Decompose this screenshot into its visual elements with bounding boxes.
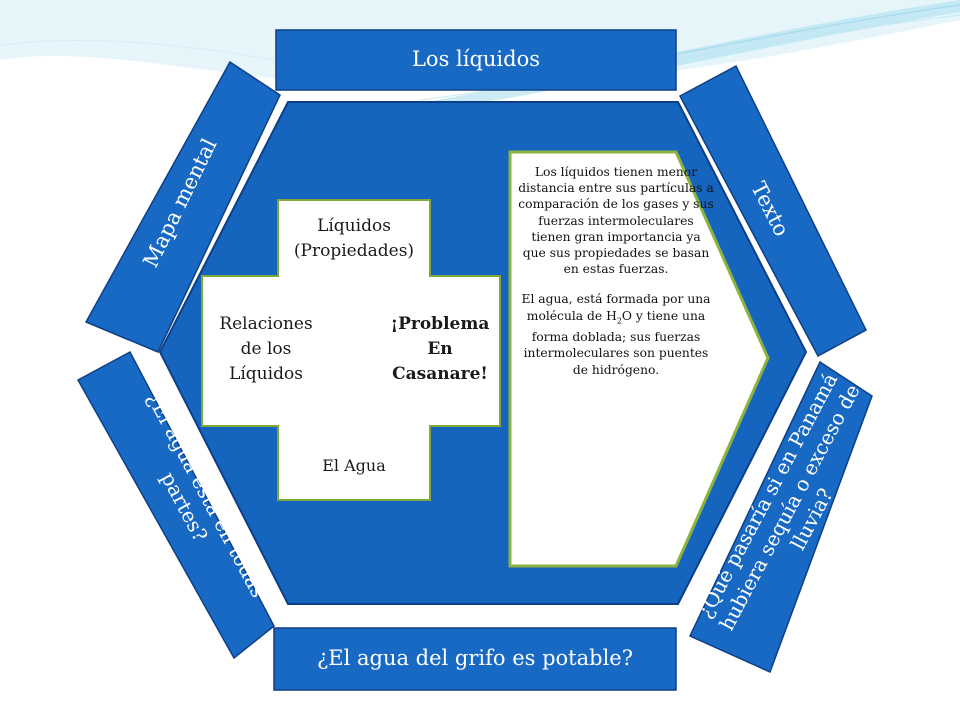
cross-right-line1: ¡Problema	[390, 314, 490, 334]
cross-bottom-label: El Agua	[322, 456, 386, 475]
cross-left-line2: de los	[240, 339, 292, 359]
segment-bottom-label: ¿El agua del grifo es potable?	[317, 646, 633, 670]
arrow-paragraph-2: El agua, está formada por una molécula d…	[518, 291, 714, 377]
arrow-paragraph-2-a: El agua, está formada por una molécula d…	[521, 292, 711, 323]
segment-bottom	[273, 627, 677, 691]
cross-left-line3: Líquidos	[229, 364, 303, 384]
cross-top-line1: Líquidos	[317, 216, 391, 236]
arrow-body-text: Los líquidos tienen menor distancia entr…	[518, 164, 714, 378]
cross-right-line2: En	[427, 339, 453, 359]
cross-right-label: ¡Problema En Casanare!	[376, 312, 504, 387]
cross-shape	[201, 199, 501, 501]
text-arrow-shape	[508, 150, 770, 568]
cross-top-line2: (Propiedades)	[293, 241, 415, 261]
segment-upper-right	[678, 64, 867, 358]
arrow-paragraph-1: Los líquidos tienen menor distancia entr…	[518, 165, 714, 277]
segment-upper-left	[84, 60, 281, 353]
segment-top	[275, 29, 677, 91]
subscript-two: 2	[616, 316, 622, 326]
segment-top-label: Los líquidos	[411, 47, 541, 71]
cross-right-line3: Casanare!	[392, 364, 488, 384]
segment-lower-left	[76, 350, 275, 660]
segment-lower-right	[688, 360, 873, 674]
cross-left-label: Relaciones de los Líquidos	[206, 312, 326, 387]
cross-top-label: Líquidos (Propiedades)	[278, 214, 430, 264]
cross-left-line1: Relaciones	[219, 314, 313, 334]
arrow-paragraph-2-b: O y tiene una forma doblada; sus fuerzas…	[523, 308, 709, 377]
